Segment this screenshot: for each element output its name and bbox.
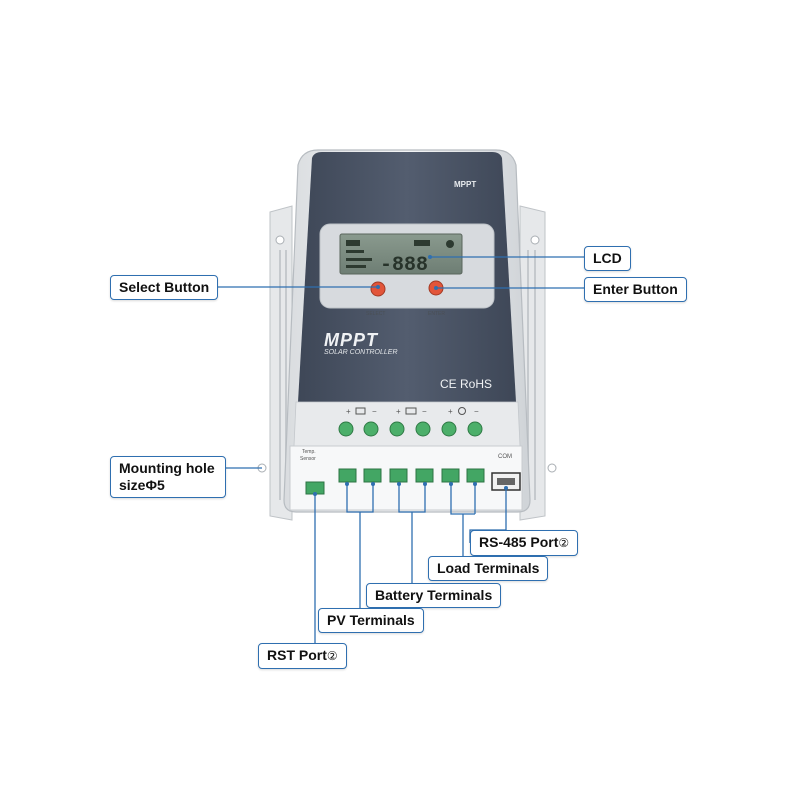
- lcd-callout: LCD: [584, 246, 631, 271]
- svg-text:−: −: [372, 407, 377, 416]
- pv-terminals-callout: PV Terminals: [318, 608, 424, 633]
- com-label: COM: [498, 454, 512, 460]
- load-bulb-icon: [458, 407, 466, 415]
- screw-4: [415, 421, 431, 437]
- rst-port-callout-text: RST Port: [267, 647, 327, 663]
- mounting-hole-line1: Mounting hole: [119, 460, 215, 476]
- rst-port-callout: RST Port②: [258, 643, 347, 669]
- select-label: SELECT: [366, 311, 385, 317]
- flange-hole-left-top: [275, 235, 285, 245]
- rst-note-mark: ②: [326, 649, 338, 663]
- wire-slots: [338, 468, 485, 483]
- svg-text:+: +: [396, 407, 401, 416]
- terminal-cover: [293, 401, 521, 447]
- screw-3: [389, 421, 405, 437]
- pv-icon: [355, 407, 366, 415]
- temp-sensor-label-1: Temp.: [302, 449, 316, 455]
- screw-terminals: [338, 421, 483, 437]
- brand-subtitle: SOLAR CONTROLLER: [324, 349, 398, 356]
- select-button-callout-text: Select Button: [119, 279, 210, 295]
- load-terminals-callout: Load Terminals: [428, 556, 549, 581]
- svg-text:+: +: [346, 407, 351, 416]
- leader-dots: [313, 255, 508, 496]
- lcd-segments: [346, 240, 454, 268]
- battery-icon: [405, 407, 417, 415]
- svg-text:+: +: [448, 407, 453, 416]
- rs485-callout-text: RS-485 Port: [479, 534, 559, 550]
- screw-1: [338, 421, 354, 437]
- load-terminals-callout-text: Load Terminals: [437, 560, 540, 576]
- enter-button-callout-text: Enter Button: [593, 281, 678, 297]
- leader-load: [450, 484, 475, 515]
- battery-terminals-callout-text: Battery Terminals: [375, 587, 493, 603]
- enter-button-callout: Enter Button: [584, 277, 687, 302]
- brand-logo: MPPT: [324, 330, 379, 350]
- lcd-digits: -888: [380, 254, 428, 277]
- cert-marks: CE RoHS: [440, 377, 492, 391]
- select-button-callout: Select Button: [110, 275, 219, 300]
- terminal-polarity-icons: + − + − + −: [346, 407, 479, 416]
- pv-terminals-callout-text: PV Terminals: [327, 612, 415, 628]
- mounting-hole-callout: Mounting hole sizeΦ5: [110, 456, 226, 498]
- battery-terminals-callout: Battery Terminals: [366, 583, 502, 608]
- flange-hole-right-bottom: [547, 463, 557, 473]
- top-badge: MPPT: [454, 180, 476, 189]
- screw-5: [441, 421, 457, 437]
- lcd-screen: [339, 233, 463, 275]
- screw-6: [467, 421, 483, 437]
- enter-label: ENTER: [428, 311, 445, 317]
- svg-text:−: −: [422, 407, 427, 416]
- lcd-callout-text: LCD: [593, 250, 622, 266]
- rs485-note-mark: ②: [558, 536, 570, 550]
- rs485-callout: RS-485 Port②: [470, 530, 579, 556]
- screw-2: [363, 421, 379, 437]
- flange-hole-right-top: [530, 235, 540, 245]
- temp-sensor-label-2: Sensor: [300, 456, 316, 462]
- mounting-hole-line2: sizeΦ5: [119, 477, 165, 493]
- svg-text:−: −: [474, 407, 479, 416]
